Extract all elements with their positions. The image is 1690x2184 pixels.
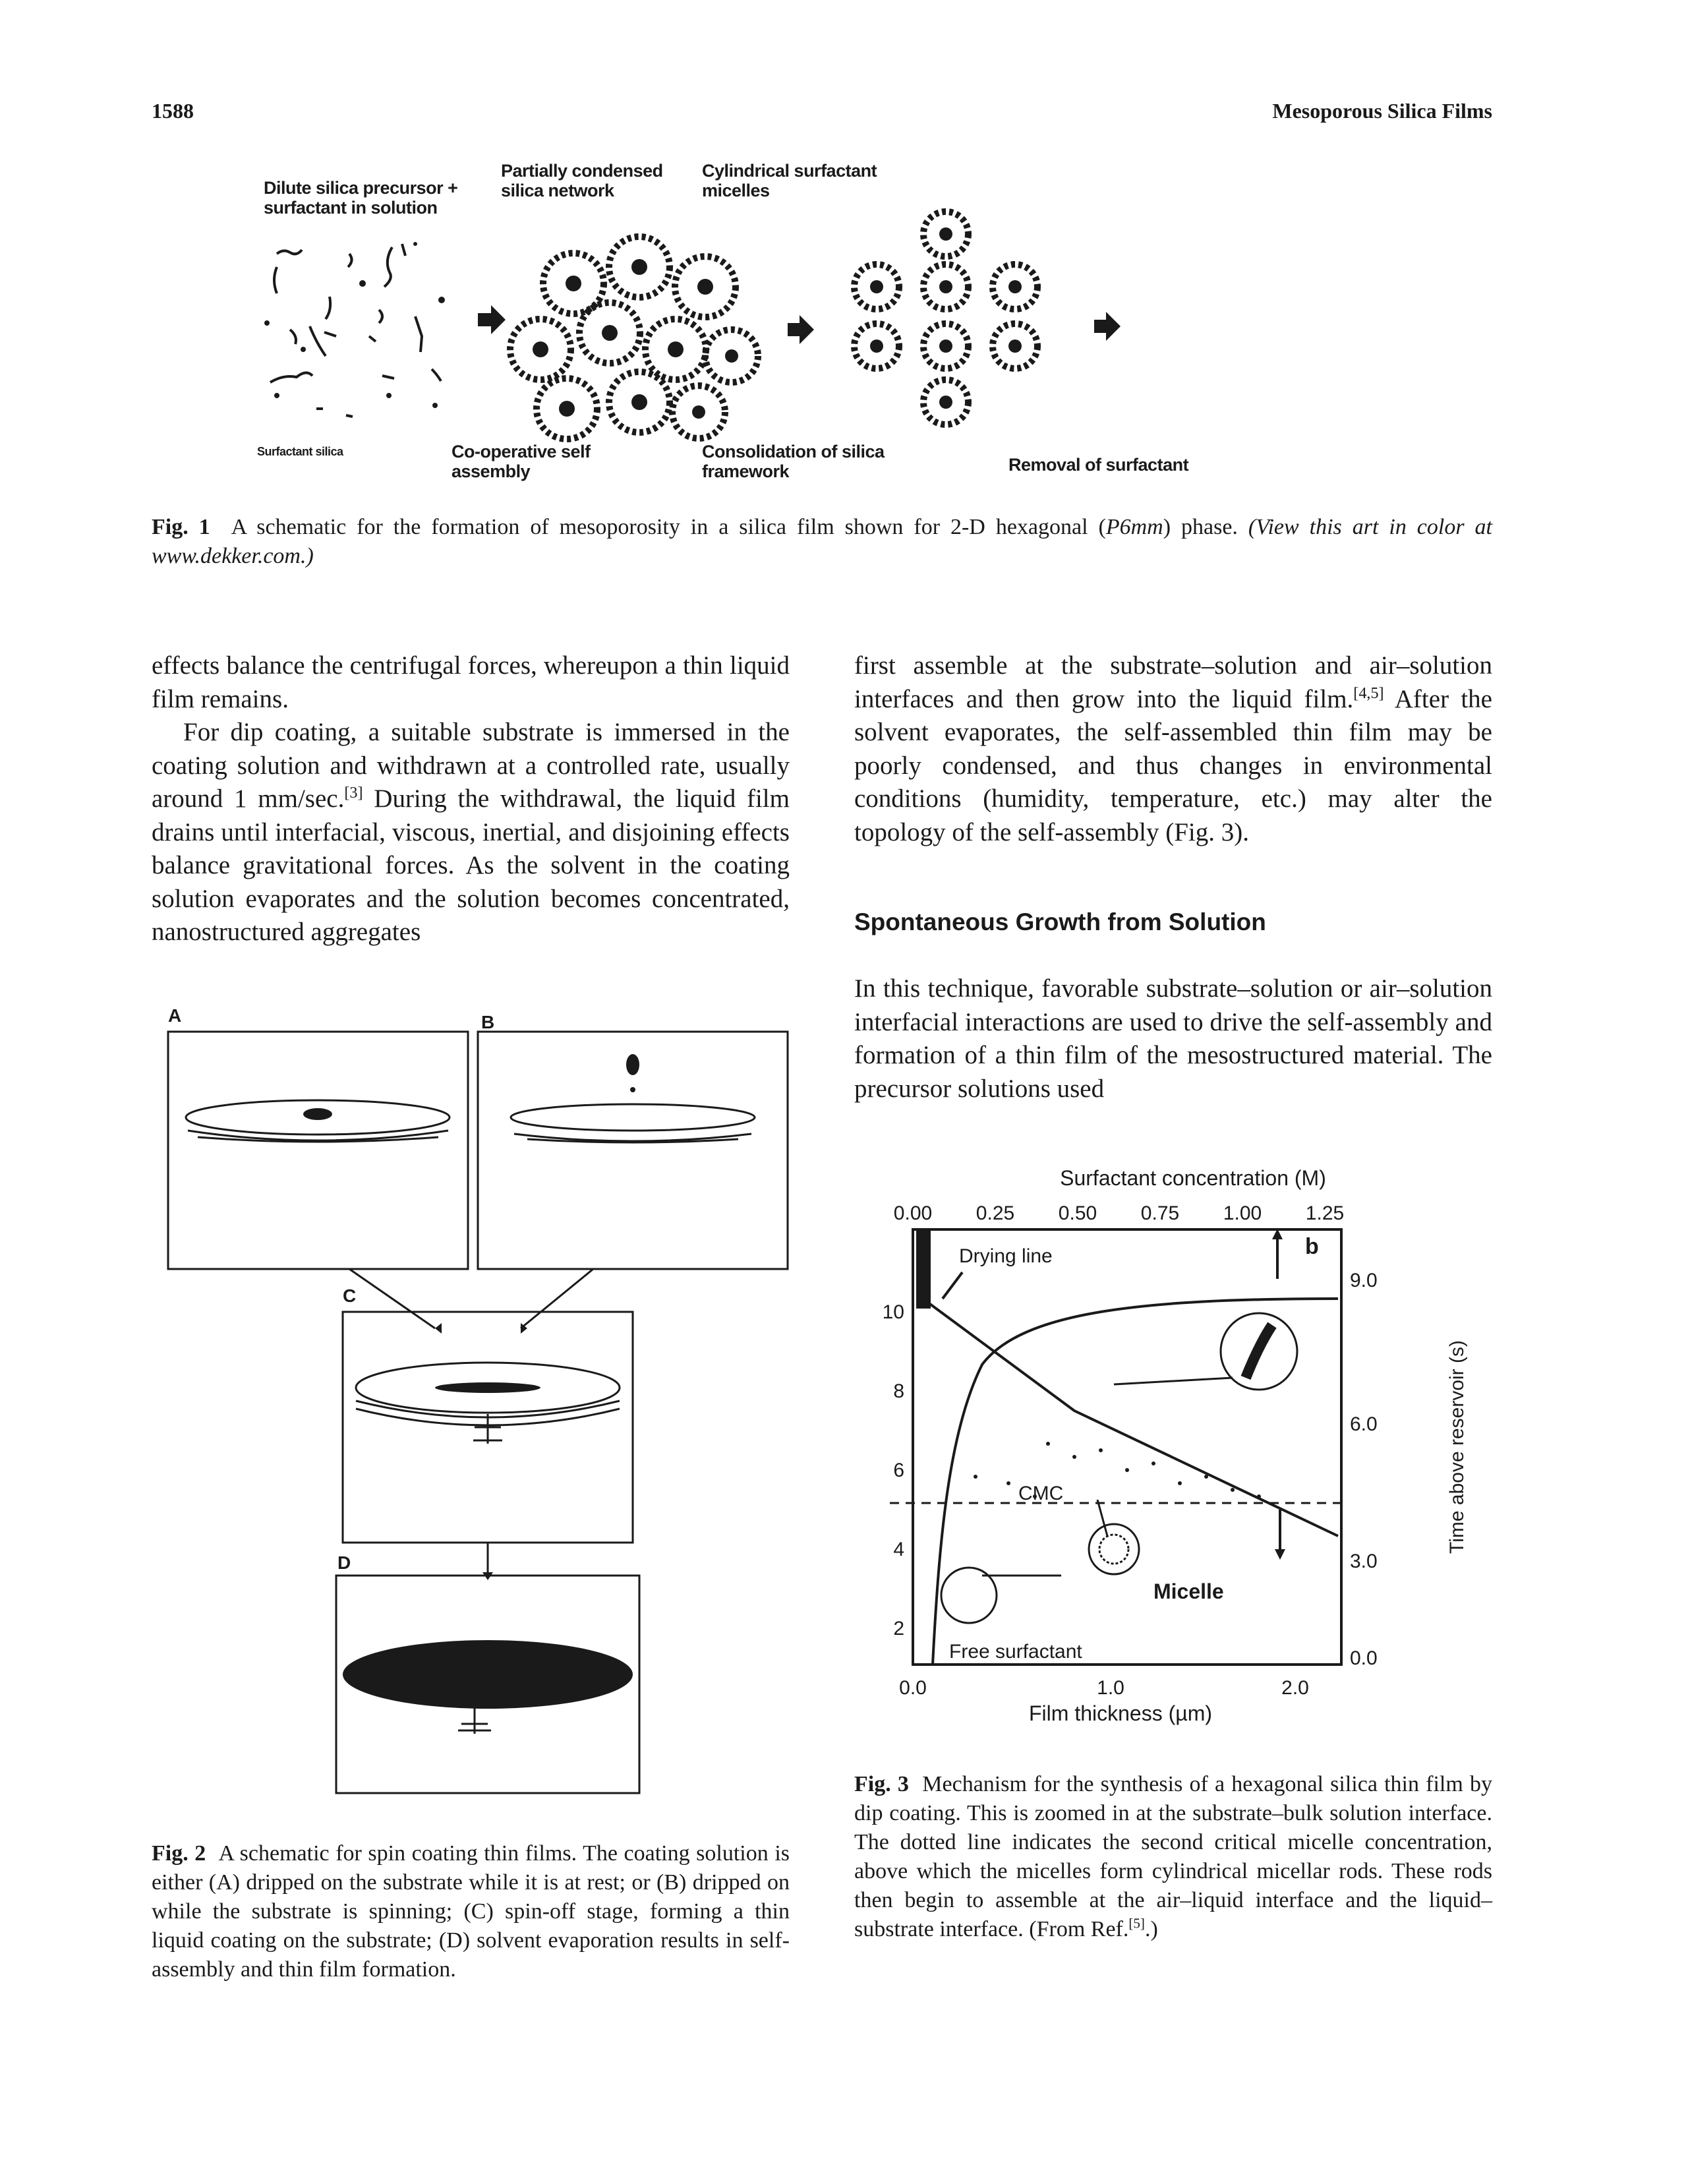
fig2-panel-b — [477, 1030, 789, 1270]
fig1-label-surfactant-silica: Surfactant silica — [257, 445, 343, 458]
page-number: 1588 — [152, 99, 194, 123]
right-tick: 6.0 — [1350, 1413, 1378, 1435]
section-heading: Spontaneous Growth from Solution — [854, 908, 1266, 935]
film-c — [435, 1382, 540, 1393]
fig3-top-axis-title: Surfactant concentration (M) — [1060, 1167, 1326, 1190]
fig3-label-b: b — [1305, 1234, 1319, 1259]
left-tick: 2 — [893, 1618, 904, 1639]
bottom-tick: 2.0 — [1281, 1677, 1309, 1699]
fig3-caption: Fig. 3 Mechanism for the synthesis of a … — [854, 1772, 1493, 1941]
fig3-top-ticks: 0.00 0.25 0.50 0.75 1.00 1.25 — [894, 1202, 1344, 1224]
micelle-cluster — [507, 233, 761, 442]
fig2-label-b: B — [481, 1012, 495, 1032]
bottom-tick: 0.0 — [899, 1677, 927, 1699]
left-para-1: effects balance the centrifugal forces, … — [152, 651, 790, 713]
right-para-1: first assemble at the substrate–solution… — [854, 651, 1492, 846]
bottom-tick: 1.0 — [1097, 1677, 1124, 1699]
fig2-label-d: D — [337, 1552, 351, 1573]
fig3-substrate — [916, 1229, 931, 1309]
consolidated-micelles — [851, 208, 1041, 428]
fig2-caption: Fig. 2 A schematic for spin coating thin… — [152, 1839, 790, 1984]
fig1-caption-label: Fig. 1 — [152, 515, 210, 539]
fig1-caption-italic: (View this art in color at www.dekker.co… — [152, 515, 1492, 568]
fig3-caption-ref: [5] — [1128, 1915, 1145, 1932]
fig2-caption-text: A schematic for spin coating thin films.… — [152, 1841, 790, 1982]
top-tick: 1.25 — [1306, 1202, 1344, 1224]
right-column-text-1: first assemble at the substrate–solution… — [854, 649, 1492, 849]
drop-b — [626, 1054, 639, 1075]
drop-a — [303, 1108, 332, 1120]
top-tick: 0.00 — [894, 1202, 932, 1224]
fig3-right-axis-title: Time above reservoir (s) — [1446, 1340, 1468, 1554]
micelle-cores — [533, 259, 738, 419]
fig3-caption-label: Fig. 3 — [854, 1772, 909, 1796]
fig3-cmc: CMC — [1018, 1483, 1063, 1504]
fig1-caption-text: A schematic for the formation of mesopor… — [231, 515, 1106, 539]
fig3-plot-frame — [912, 1228, 1343, 1666]
left-tick: 8 — [893, 1380, 904, 1402]
running-title: Mesoporous Silica Films — [1272, 99, 1492, 123]
left-column-text: effects balance the centrifugal forces, … — [152, 649, 790, 949]
fig3-micelle: Micelle — [1153, 1579, 1224, 1603]
fig3-caption-text: Mechanism for the synthesis of a hexagon… — [854, 1772, 1493, 1941]
fig3-bottom-ticks: 0.0 1.0 2.0 — [899, 1677, 1309, 1699]
fig2-label-a: A — [168, 1005, 182, 1026]
left-tick: 6 — [893, 1460, 904, 1481]
fig3-drying-line: Drying line — [959, 1245, 1053, 1267]
left-para-2-ref: [3] — [344, 784, 363, 802]
fig1-caption-phase: P6mm — [1105, 515, 1163, 539]
top-tick: 1.00 — [1223, 1202, 1262, 1224]
fig3-free-surfactant: Free surfactant — [949, 1641, 1082, 1663]
right-para-1-ref: [4,5] — [1353, 684, 1384, 702]
fig3-right-ticks: 9.0 6.0 3.0 0.0 — [1350, 1270, 1378, 1669]
fig3-insets — [940, 1312, 1298, 1624]
inset-free — [940, 1566, 998, 1624]
fig2-label-c: C — [343, 1285, 357, 1306]
left-tick: 10 — [883, 1301, 904, 1323]
fig2-artwork — [167, 1030, 789, 1794]
left-para-2: For dip coating, a suitable substrate is… — [152, 718, 790, 946]
figure-3: Surfactant concentration (M) 0.00 0.25 0… — [883, 1167, 1468, 1725]
right-column-text-2: In this technique, favorable substrate–s… — [854, 972, 1492, 1106]
fig1-label-removal: Removal of surfactant — [1008, 455, 1189, 475]
top-tick: 0.75 — [1141, 1202, 1179, 1224]
top-tick: 0.50 — [1059, 1202, 1097, 1224]
surfactant-strands — [269, 243, 442, 418]
fig1-caption: Fig. 1 A schematic for the formation of … — [152, 513, 1492, 571]
left-tick: 4 — [893, 1539, 904, 1560]
fig3-curves — [890, 1239, 1341, 1665]
fig2-caption-label: Fig. 2 — [152, 1841, 206, 1866]
fig3-bottom-axis-title: Film thickness (µm) — [1029, 1701, 1212, 1725]
right-para-2: In this technique, favorable substrate–s… — [854, 974, 1492, 1103]
fig1-arrows — [478, 305, 1121, 344]
inset-micelle — [1088, 1523, 1140, 1576]
inset-rod — [1219, 1312, 1298, 1391]
fig3-left-ticks: 10 8 6 4 2 — [883, 1301, 904, 1639]
fig2-panel-a — [167, 1030, 469, 1270]
fig1-label-dilute: Dilute silica precursor +surfactant in s… — [264, 178, 458, 218]
figure-1: Dilute silica precursor +surfactant in s… — [250, 158, 1226, 501]
right-tick: 9.0 — [1350, 1270, 1378, 1291]
figure-2: A B C D — [158, 1005, 791, 1810]
fig1-artwork — [264, 208, 1121, 442]
fig3-dots — [974, 1442, 1261, 1498]
right-tick: 3.0 — [1350, 1550, 1378, 1572]
film-d — [343, 1640, 633, 1709]
top-tick: 0.25 — [976, 1202, 1014, 1224]
right-tick: 0.0 — [1350, 1647, 1378, 1669]
fig1-caption-text2: ) phase. — [1163, 515, 1248, 539]
